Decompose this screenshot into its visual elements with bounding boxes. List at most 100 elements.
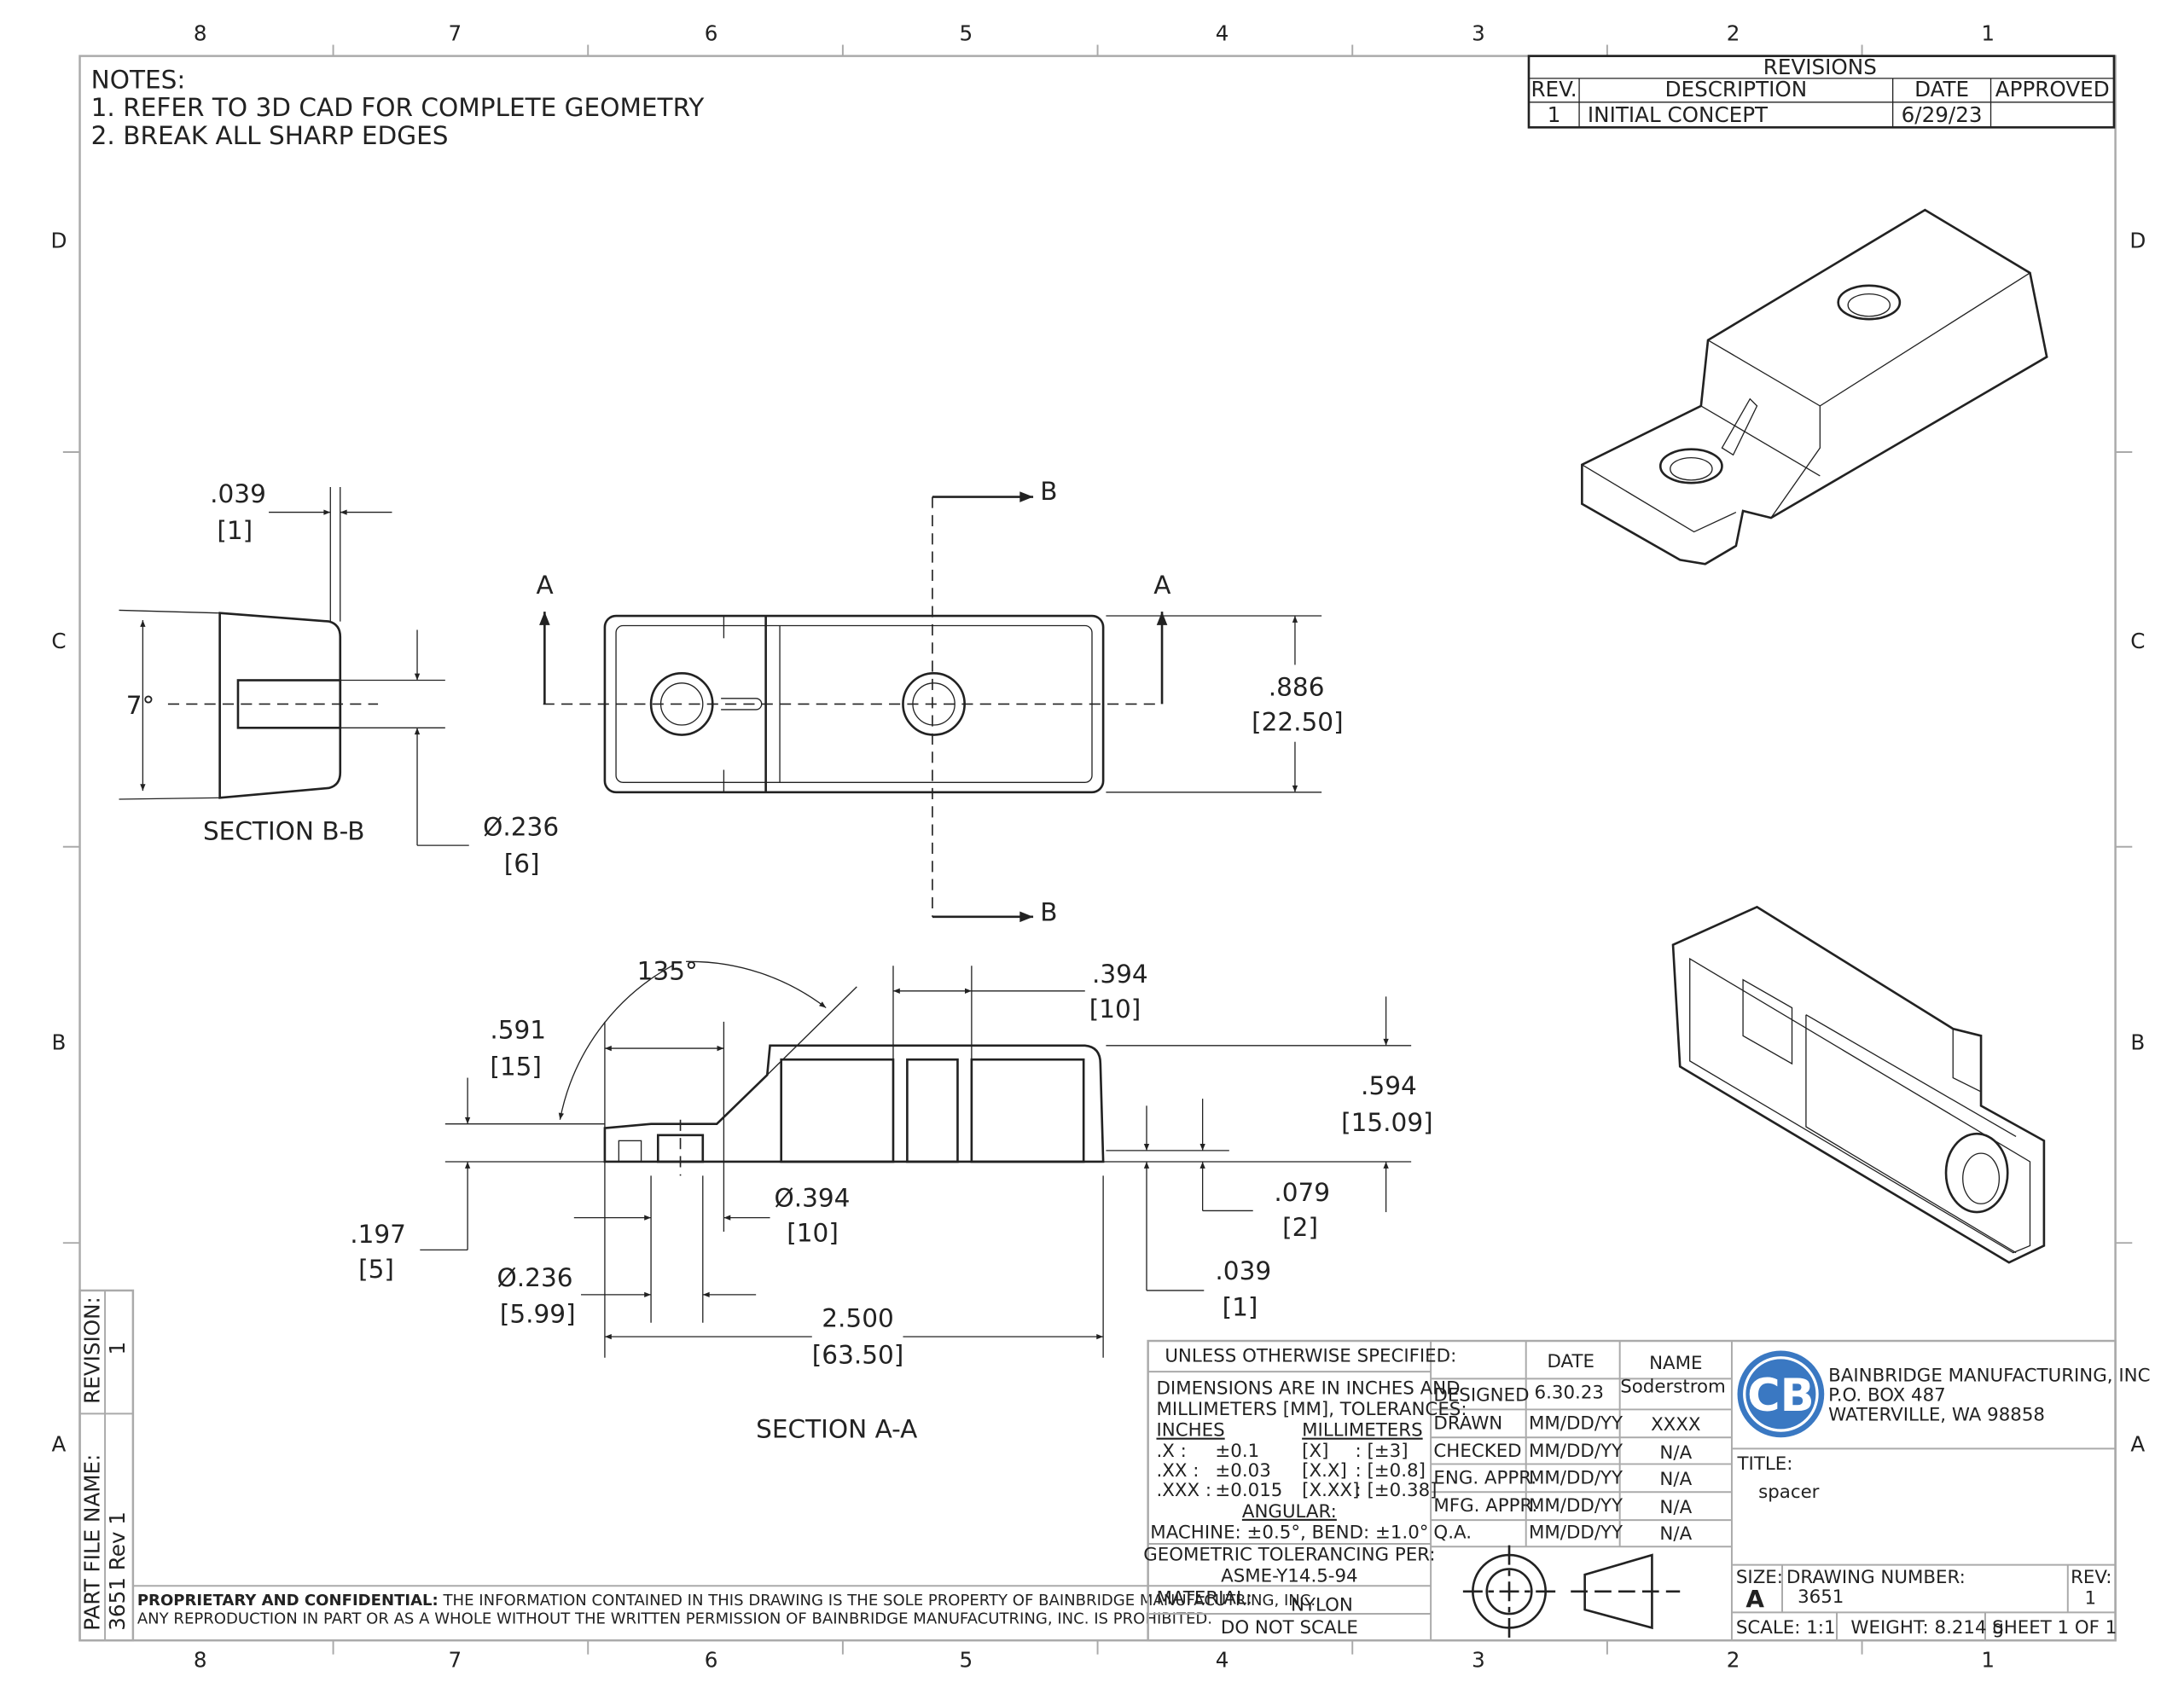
view-label: SECTION A-A (756, 1414, 917, 1443)
sig-role: MFG. APPR. (1433, 1495, 1537, 1517)
drawing-title: spacer (1758, 1482, 1820, 1503)
rev-date: 6/29/23 (1902, 102, 1983, 127)
cut-label-b: B (1040, 477, 1057, 506)
size-value: A (1745, 1585, 1764, 1613)
part-file-value: 3651 Rev 1 (105, 1511, 130, 1631)
tol-value: ±0.03 (1215, 1460, 1270, 1482)
rev-description: INITIAL CONCEPT (1588, 102, 1769, 127)
dim-text: .039 (1215, 1256, 1271, 1285)
tol-key: .XXX : (1156, 1480, 1211, 1501)
zone-col: 3 (1472, 1647, 1485, 1672)
dim-text: .886 (1269, 673, 1325, 702)
tol-mm-key: [X.XX] (1302, 1480, 1359, 1501)
dim-text: Ø.236 (483, 813, 559, 842)
material-value: NYLON (1291, 1595, 1353, 1616)
dim-text: [5.99] (500, 1300, 576, 1329)
revisions-table: REVISIONS REV. DESCRIPTION DATE APPROVED… (1527, 55, 2116, 129)
dim-text: Ø.236 (497, 1263, 573, 1292)
section-a-a-view: 135° .591 [15] .394 [10] .594 [15.09] .1… (350, 957, 1432, 1444)
tol-value: ±0.1 (1215, 1441, 1259, 1462)
zone-row: A (2130, 1432, 2145, 1457)
scale: SCALE: 1:1 (1736, 1617, 1836, 1639)
zone-col: 3 (1472, 21, 1485, 46)
cut-label-b: B (1040, 898, 1057, 927)
notes: NOTES: 1. REFER TO 3D CAD FOR COMPLETE G… (91, 65, 706, 150)
zone-row: B (2130, 1030, 2145, 1055)
zone-row: C (51, 629, 66, 653)
description-header: DESCRIPTION (1665, 77, 1808, 102)
zone-row: D (50, 228, 67, 252)
view-label: SECTION B-B (203, 817, 365, 846)
dim-text: 2.500 (822, 1304, 894, 1333)
note-item: 2. BREAK ALL SHARP EDGES (91, 121, 449, 150)
dim-text: 135° (637, 957, 698, 986)
material-label: MATERIAL: (1156, 1588, 1252, 1610)
sig-date: MM/DD/YY (1529, 1412, 1623, 1434)
name-header: NAME (1649, 1353, 1702, 1374)
sig-role: DRAWN (1433, 1412, 1502, 1434)
zone-col: 8 (194, 1647, 207, 1672)
zone-col: 1 (1981, 1647, 1995, 1672)
sig-name: N/A (1659, 1523, 1692, 1545)
zone-col: 6 (705, 1647, 718, 1672)
geo-tol-label: GEOMETRIC TOLERANCING PER: (1143, 1545, 1435, 1566)
size-label: SIZE: (1736, 1567, 1783, 1588)
cut-label-a: A (1153, 571, 1170, 600)
projection-symbol-icon (1462, 1545, 1681, 1638)
date-header: DATE (1547, 1351, 1594, 1372)
zone-row: A (52, 1432, 67, 1457)
revisions-title: REVISIONS (1763, 55, 1877, 79)
sig-role: ENG. APPR. (1433, 1467, 1536, 1488)
sig-date: MM/DD/YY (1529, 1495, 1623, 1517)
sig-date: MM/DD/YY (1529, 1467, 1623, 1488)
isometric-view-top (1581, 208, 2048, 566)
tol-mm-value: : [±3] (1356, 1441, 1409, 1462)
dim-text: .079 (1274, 1178, 1330, 1207)
sig-name: Soderstrom (1620, 1377, 1726, 1398)
dim-text: .594 (1361, 1071, 1417, 1100)
dims-note: MILLIMETERS [MM], TOLERANCES: (1156, 1399, 1467, 1420)
sig-role: CHECKED (1433, 1441, 1521, 1462)
signature-rows: DESIGNED 6.30.23 Soderstrom DRAWN MM/DD/… (1433, 1377, 1725, 1545)
zone-col: 5 (959, 1647, 973, 1672)
dim-text: [1] (1223, 1293, 1258, 1322)
tol-mm-key: [X.X] (1302, 1460, 1347, 1482)
drawing-number: 3651 (1798, 1586, 1844, 1608)
sheet: SHEET 1 OF 1 (1992, 1617, 2117, 1639)
company-name: BAINBRIDGE MANUFACTURING, INC (1828, 1366, 2150, 1387)
notes-title: NOTES: (91, 65, 186, 94)
zone-col: 4 (1216, 1647, 1229, 1672)
revision-value: 1 (105, 1342, 130, 1355)
note-item: 1. REFER TO 3D CAD FOR COMPLETE GEOMETRY (91, 93, 706, 122)
dim-text: [15] (490, 1052, 542, 1081)
isometric-view-bottom (1671, 905, 2046, 1264)
proprietary-notice: PROPRIETARY AND CONFIDENTIAL: THE INFORM… (132, 1585, 1316, 1628)
zone-col: 5 (959, 21, 973, 46)
dim-text: [10] (1089, 995, 1141, 1024)
dim-text: [63.50] (812, 1340, 904, 1369)
angular-label: ANGULAR: (1242, 1501, 1337, 1523)
inches-label: INCHES (1156, 1420, 1224, 1441)
mm-label: MILLIMETERS (1302, 1420, 1423, 1441)
zone-col: 6 (705, 21, 718, 46)
dim-text: [1] (217, 516, 253, 545)
proprietary-text-2: ANY REPRODUCTION IN PART OR AS A WHOLE W… (137, 1610, 1212, 1628)
weight: WEIGHT: 8.214 g (1850, 1617, 2003, 1639)
tol-mm-value: : [±0.8] (1356, 1460, 1426, 1482)
dim-text: [5] (358, 1255, 394, 1284)
do-not-scale: DO NOT SCALE (1221, 1617, 1358, 1639)
rev-label: REV: (2071, 1567, 2111, 1588)
rev-value: 1 (1548, 102, 1561, 127)
company-address: P.O. BOX 487 (1828, 1385, 1946, 1407)
date-header: DATE (1914, 77, 1969, 102)
zone-row: D (2129, 228, 2146, 252)
rev-value: 1 (2084, 1588, 2096, 1610)
dim-text: .039 (210, 479, 266, 508)
revision-label: REVISION: (80, 1296, 105, 1404)
sig-role: Q.A. (1433, 1522, 1472, 1543)
sig-date: MM/DD/YY (1529, 1441, 1623, 1462)
side-strip: REVISION: 1 PART FILE NAME: 3651 Rev 1 (78, 1289, 135, 1642)
zone-col: 7 (448, 21, 462, 46)
company-logo: CB (1737, 1350, 1825, 1438)
